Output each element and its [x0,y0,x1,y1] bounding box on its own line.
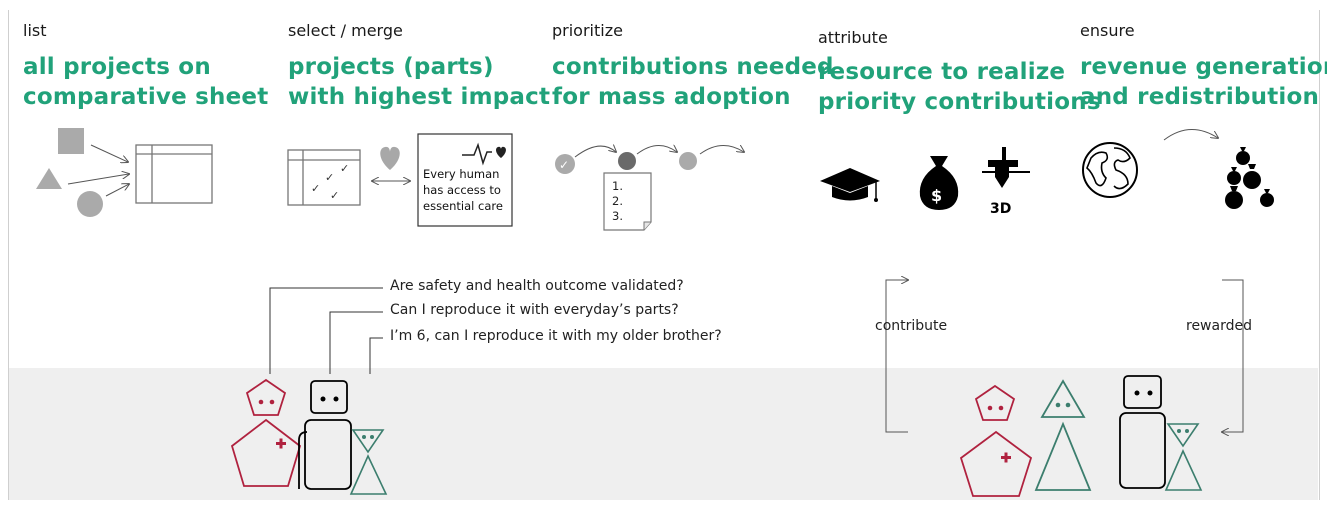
svg-text:$: $ [931,186,942,205]
step-label-select-merge: select / merge [288,21,403,40]
svg-text:✓: ✓ [330,189,339,202]
list-item: 3. [612,209,623,223]
table-icon [135,144,213,204]
health-professional-figure-right [959,384,1033,497]
step-title-select-merge: projects (parts)with highest impact [288,54,551,110]
question-child: I’m 6, can I reproduce it with my older … [390,328,722,344]
document-list-icon [603,172,652,231]
progress-node-active [618,152,636,170]
list-item: 1. [612,179,623,193]
svg-text:3D: 3D [990,201,1011,217]
child-figure-left [349,429,388,495]
ground-band [9,368,1318,500]
step-label-prioritize: prioritize [552,21,623,40]
step-label-list: list [23,21,47,40]
cycle-brackets [885,280,1244,432]
child-figure-right [1164,423,1203,491]
contribute-label: contribute [875,318,948,334]
step-label-ensure: ensure [1080,21,1135,40]
heart-icon [380,146,400,170]
svg-text:✓: ✓ [559,158,569,172]
svg-text:✓: ✓ [325,171,334,184]
checklist-icon: ✓ ✓ ✓ ✓ [287,149,361,206]
question-connectors [269,287,383,374]
teen-figure-right [1034,379,1092,491]
adult-figure-left [298,380,352,490]
question-parts: Can I reproduce it with everyday’s parts… [390,302,679,318]
globe-icon [1082,142,1138,198]
question-safety: Are safety and health outcome validated? [390,278,684,294]
svg-text:✓: ✓ [340,162,349,175]
list-item: 2. [612,194,623,208]
shapes-icon [36,128,103,217]
priority-list: 1. 2. 3. [612,179,623,224]
check-circle-icon: ✓ [555,154,575,174]
rewarded-label: rewarded [1186,318,1252,334]
money-bags-icon [1225,147,1274,209]
3d-printer-icon: 3D [982,147,1030,217]
step-label-attribute: attribute [818,28,888,47]
diagram-frame [8,10,1320,500]
health-professional-figure-left [230,378,302,487]
graduation-cap-icon [820,168,880,202]
impact-card-text: Every human has access to essential care [423,167,503,213]
heartbeat-icon [462,142,506,166]
svg-text:✓: ✓ [311,182,320,195]
progress-node-next [679,152,697,170]
adult-figure-right [1119,375,1166,489]
money-bag-icon: $ [919,156,959,210]
